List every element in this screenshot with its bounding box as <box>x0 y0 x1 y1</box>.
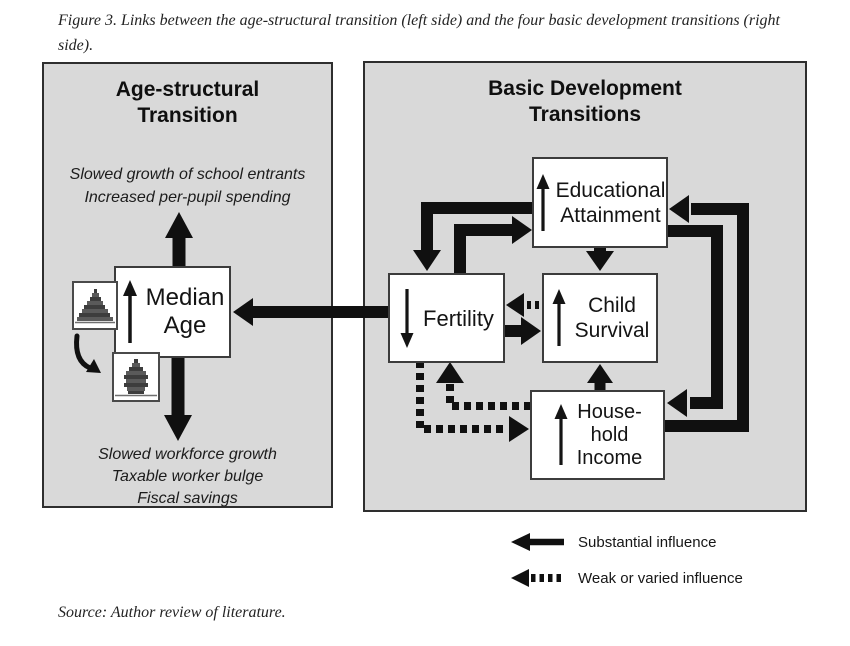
left-panel-title: Age-structural Transition <box>115 78 260 127</box>
young-population-pyramid-icon <box>72 281 118 330</box>
fertility-box: Fertility <box>388 273 505 363</box>
legend-substantial-influence: Substantial influence <box>510 532 716 552</box>
child-survival-box: Child Survival <box>542 273 658 363</box>
up-trend-arrow-icon <box>552 289 566 346</box>
figure-caption: Figure 3. Links between the age-structur… <box>58 12 780 54</box>
solid-arrow-icon <box>511 533 564 551</box>
down-trend-arrow-icon <box>400 289 414 348</box>
workforce-effects-text: Slowed workforce growth Taxable worker b… <box>98 446 277 507</box>
up-trend-arrow-icon <box>554 404 568 465</box>
figure-source: Source: Author review of literature. <box>58 604 286 621</box>
legend-weak-influence: Weak or varied influence <box>510 568 743 588</box>
school-effects-text: Slowed growth of school entrants Increas… <box>69 166 306 206</box>
child-survival-label: Child Survival <box>574 294 650 342</box>
household-income-label: House- hold Income <box>576 400 643 469</box>
up-trend-arrow-icon <box>122 280 137 343</box>
median-age-label: Median Age <box>145 284 225 339</box>
dashed-arrow-icon <box>511 569 563 587</box>
household-income-box: House- hold Income <box>530 390 665 480</box>
educational-attainment-box: Educational Attainment <box>532 157 668 248</box>
median-age-box: Median Age <box>114 266 231 358</box>
educational-attainment-label: Educational Attainment <box>555 178 666 227</box>
up-trend-arrow-icon <box>536 173 550 231</box>
right-panel-title: Basic Development Transitions <box>488 77 682 126</box>
fertility-label: Fertility <box>423 305 494 331</box>
mature-population-pyramid-icon <box>112 352 160 402</box>
